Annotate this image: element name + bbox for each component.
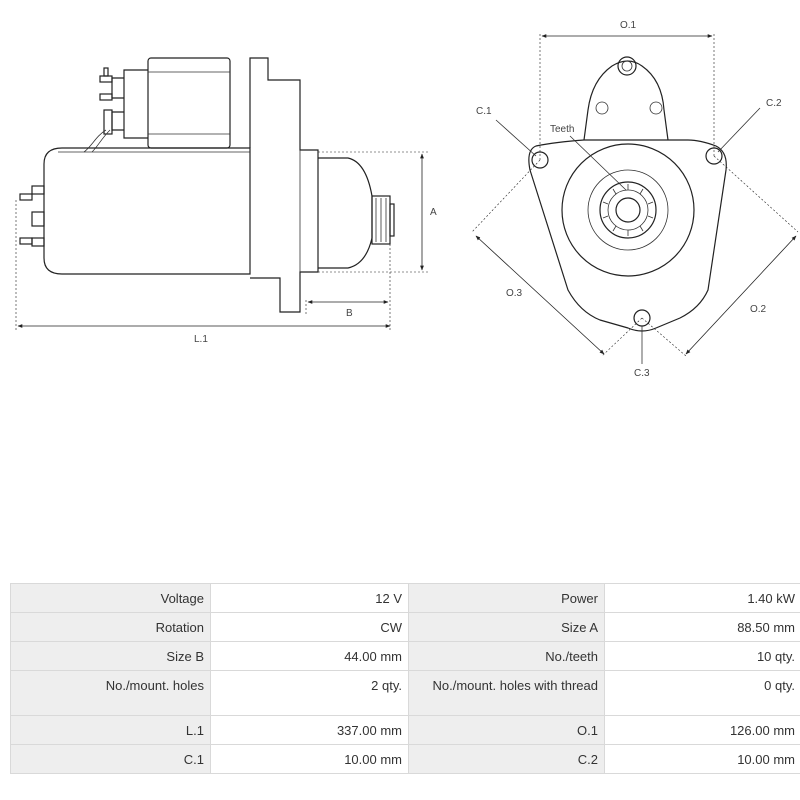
spec-value: 10 qty. <box>604 641 800 671</box>
dimension-o3-label: O.3 <box>506 288 523 299</box>
teeth-label: Teeth <box>550 124 574 135</box>
spec-value: 0 qty. <box>604 670 800 716</box>
spec-label: C.2 <box>408 744 605 774</box>
spec-value: 126.00 mm <box>604 715 800 745</box>
spec-label: Size B <box>10 641 211 671</box>
table-row: Voltage 12 V Power 1.40 kW <box>10 583 800 613</box>
table-row: No./mount. holes 2 qty. No./mount. holes… <box>10 670 800 716</box>
spec-label: C.1 <box>10 744 211 774</box>
spec-label: Size A <box>408 612 605 642</box>
table-row: Size B 44.00 mm No./teeth 10 qty. <box>10 641 800 671</box>
spec-label: Voltage <box>10 583 211 613</box>
specifications-table: Voltage 12 V Power 1.40 kW Rotation CW S… <box>10 583 800 774</box>
spec-label: No./mount. holes with thread <box>408 670 605 716</box>
spec-value: 337.00 mm <box>210 715 409 745</box>
spec-label: L.1 <box>10 715 211 745</box>
table-row: Rotation CW Size A 88.50 mm <box>10 612 800 642</box>
spec-value: 44.00 mm <box>210 641 409 671</box>
spec-label: Rotation <box>10 612 211 642</box>
spec-value: 2 qty. <box>210 670 409 716</box>
dimension-b-label: B <box>346 308 353 319</box>
spec-value: 12 V <box>210 583 409 613</box>
spec-label: No./teeth <box>408 641 605 671</box>
dimension-o2-label: O.2 <box>750 304 767 315</box>
table-row: C.1 10.00 mm C.2 10.00 mm <box>10 744 800 774</box>
spec-value: 1.40 kW <box>604 583 800 613</box>
hole-c3-label: C.3 <box>634 368 650 379</box>
starter-side-view: A B L.1 <box>15 57 437 345</box>
table-row: L.1 337.00 mm O.1 126.00 mm <box>10 715 800 745</box>
hole-c2-label: C.2 <box>766 98 782 109</box>
spec-label: O.1 <box>408 715 605 745</box>
starter-front-view: O.1 O.3 O.2 C.1 C.2 C.3 Teeth <box>471 20 799 379</box>
spec-value: CW <box>210 612 409 642</box>
dimension-o1-label: O.1 <box>620 20 637 31</box>
technical-drawing: A B L.1 <box>15 20 799 379</box>
spec-label: No./mount. holes <box>10 670 211 716</box>
spec-value: 10.00 mm <box>210 744 409 774</box>
spec-value: 88.50 mm <box>604 612 800 642</box>
hole-c1-label: C.1 <box>476 106 492 117</box>
spec-value: 10.00 mm <box>604 744 800 774</box>
dimension-a-label: A <box>430 207 437 218</box>
spec-label: Power <box>408 583 605 613</box>
dimension-l1-label: L.1 <box>194 334 208 345</box>
